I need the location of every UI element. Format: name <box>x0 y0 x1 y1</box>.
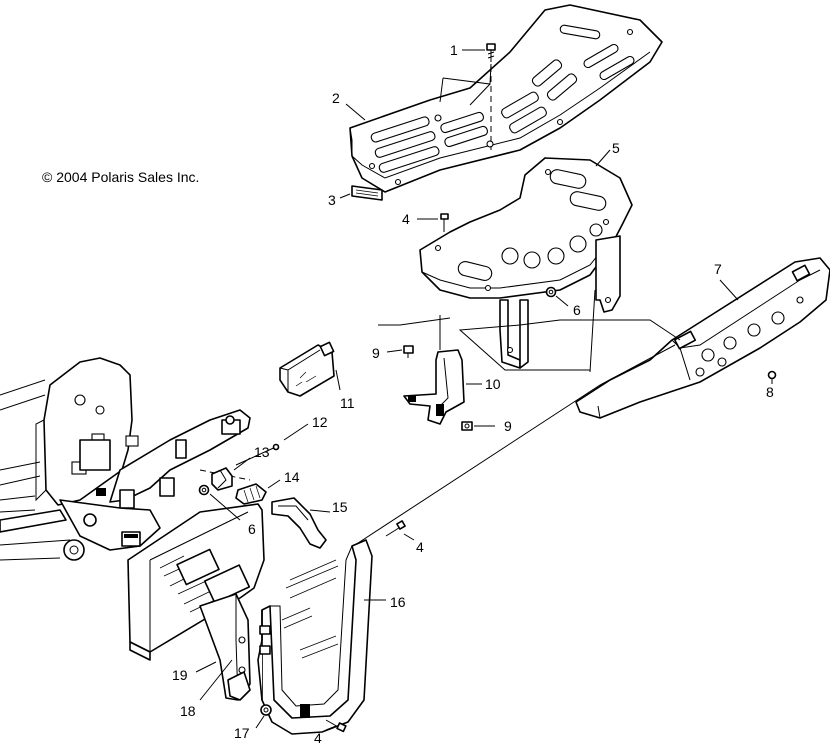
callout-1: 1 <box>450 42 458 58</box>
label-plate-part-3 <box>351 185 383 201</box>
tail-light-part-11 <box>279 341 335 397</box>
leader-part-4-lower <box>325 725 337 731</box>
leader-part-13 <box>233 457 251 471</box>
leader-part-11 <box>335 369 341 391</box>
callout-4-upper: 4 <box>402 211 410 227</box>
callout-3: 3 <box>328 192 336 208</box>
nut-part-6-lower <box>198 484 210 496</box>
copyright-notice: © 2004 Polaris Sales Inc. <box>42 169 199 185</box>
callout-10: 10 <box>485 376 501 392</box>
leader-part-17 <box>255 715 265 729</box>
leader-part-2 <box>345 103 366 121</box>
callout-15: 15 <box>332 499 348 515</box>
rack-mount-plate <box>419 157 633 369</box>
rear-bumper <box>575 257 830 419</box>
leader-part-6-upper <box>555 295 569 307</box>
leader-part-6-lower <box>209 493 241 521</box>
leader-part-14 <box>267 479 281 489</box>
callout-6-lower: 6 <box>248 521 256 537</box>
leader-part-5 <box>595 149 611 167</box>
callout-5: 5 <box>612 140 620 156</box>
leader-part-4-mid <box>403 533 415 541</box>
assembly-lines <box>354 289 681 546</box>
bolt-part-1 <box>486 43 496 62</box>
license-panel <box>127 503 265 661</box>
bracket-part-18 <box>227 671 251 701</box>
clip-part-13 <box>211 467 233 491</box>
leader-part-19 <box>195 661 217 673</box>
leader-part-9-upper <box>386 349 403 353</box>
callout-2: 2 <box>332 90 340 106</box>
callout-9-upper: 9 <box>372 345 380 361</box>
callout-14: 14 <box>284 469 300 485</box>
callout-6-upper: 6 <box>573 302 581 318</box>
callout-4-lower: 4 <box>314 730 322 744</box>
vehicle-frame <box>0 357 251 561</box>
callout-7: 7 <box>714 261 722 277</box>
wire-harness-part-15 <box>271 497 327 549</box>
connector-part-14 <box>235 483 267 505</box>
leader-part-3 <box>339 193 351 199</box>
leader-part-15 <box>309 509 331 513</box>
callout-19: 19 <box>172 667 188 683</box>
light-bracket-part-10 <box>403 349 465 425</box>
bolt-part-9-upper <box>403 345 414 358</box>
callout-17: 17 <box>234 725 250 741</box>
callout-11: 11 <box>340 395 355 411</box>
leader-part-7 <box>719 279 739 301</box>
bolt-part-9-lower <box>461 421 473 431</box>
u-frame-part-16 <box>257 539 373 735</box>
callout-9-lower: 9 <box>504 418 512 434</box>
callout-8: 8 <box>766 384 774 400</box>
leader-part-18 <box>199 659 233 701</box>
upper-rack <box>349 4 663 193</box>
callout-13: 13 <box>254 444 270 460</box>
screw-part-4-upper <box>440 213 449 232</box>
leader-part-12 <box>283 423 309 441</box>
callout-18: 18 <box>180 703 196 719</box>
nut-part-17 <box>260 704 272 716</box>
callout-4-mid: 4 <box>416 539 424 555</box>
screw-part-4-lower <box>325 719 347 733</box>
screw-part-4-mid <box>385 520 406 537</box>
nut-part-6-upper <box>545 286 557 298</box>
rod-part-12 <box>235 443 280 466</box>
callout-16: 16 <box>390 594 406 610</box>
callout-12: 12 <box>312 414 328 430</box>
